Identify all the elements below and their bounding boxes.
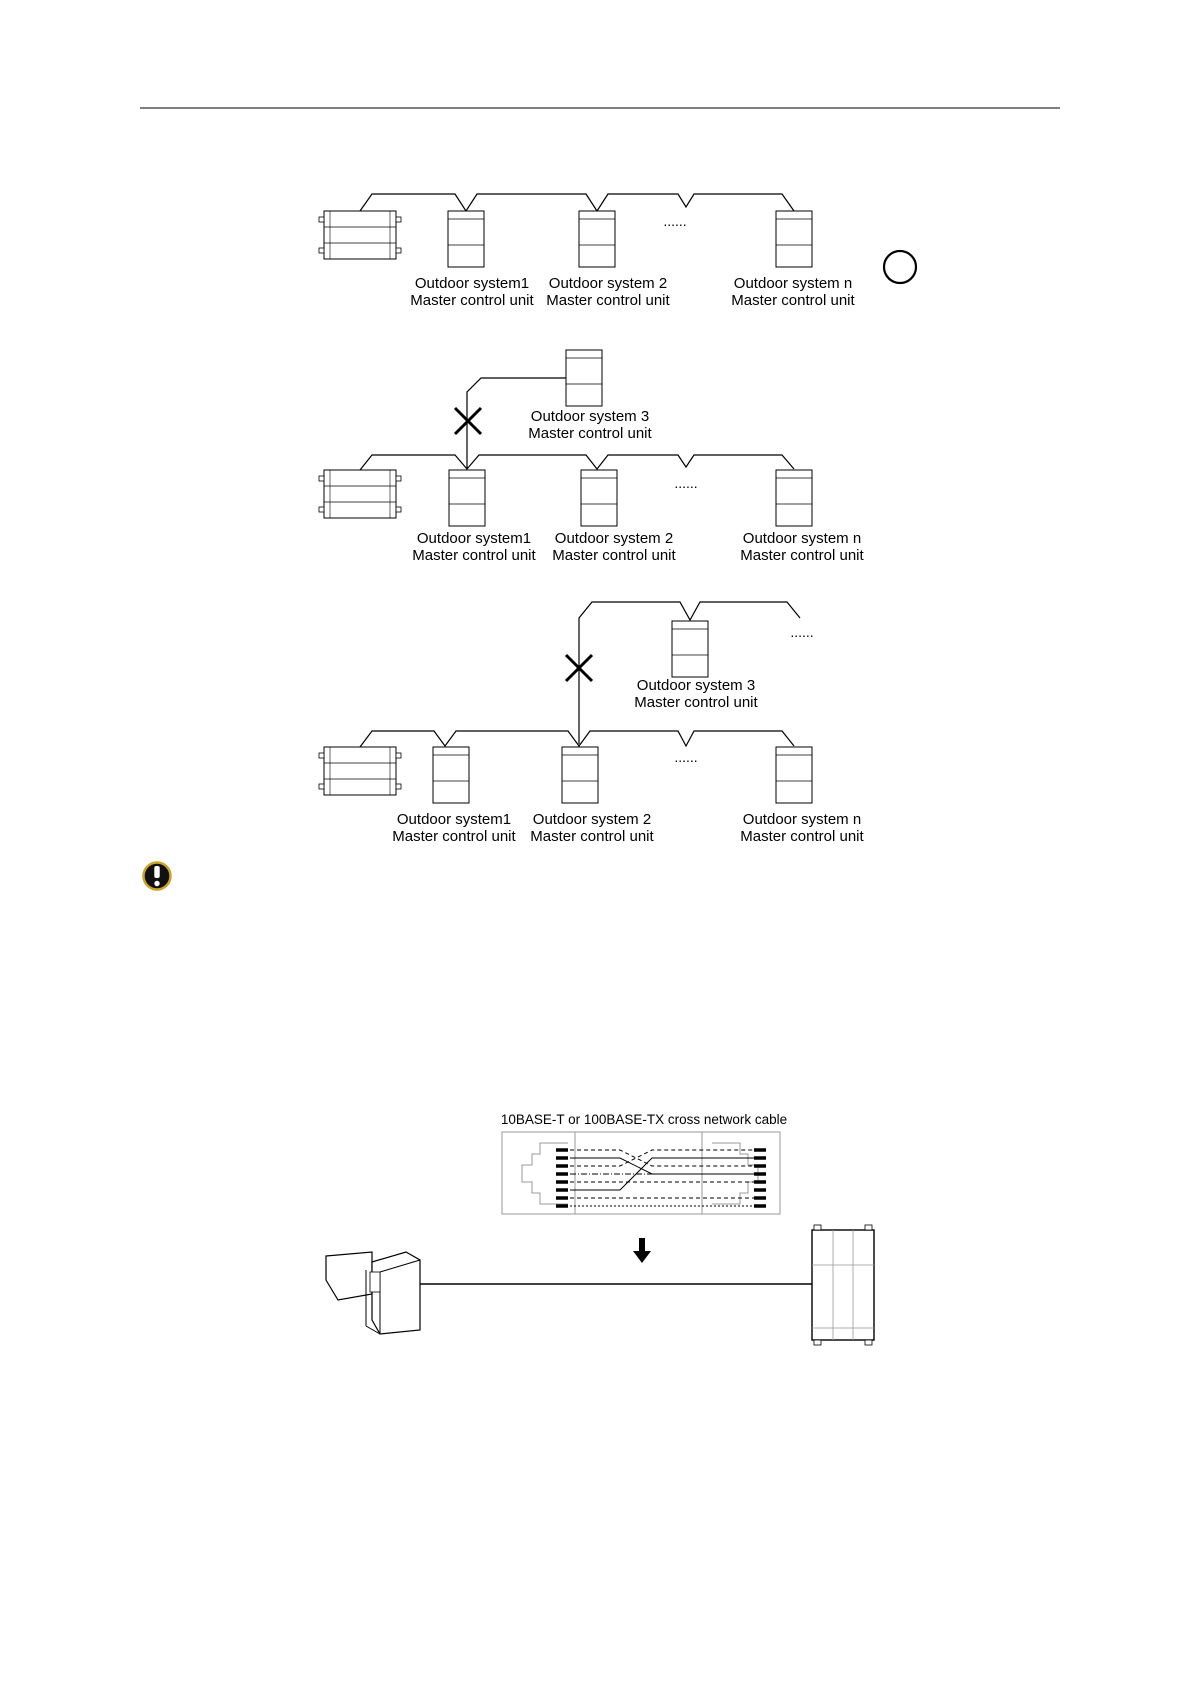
cross-cable-connector-pair <box>501 1131 781 1215</box>
diagram-wrong-branch-from-first: Outdoor system 3 Master control unit ...… <box>318 349 865 564</box>
computer-icon <box>325 1251 421 1335</box>
unit-label-line2: Master control unit <box>528 425 652 442</box>
branch-wire <box>466 377 566 469</box>
unit-label-line1: Outdoor system n <box>743 811 861 828</box>
unit-label-line1: Outdoor system 2 <box>533 811 651 828</box>
gateway-device-icon <box>318 746 402 796</box>
outdoor-unit-icon <box>580 469 618 527</box>
unit-label-line2: Master control unit <box>392 828 516 845</box>
unit-label-line2: Master control unit <box>546 292 670 309</box>
unit-label-line1: Outdoor system n <box>743 530 861 547</box>
unit-label-line2: Master control unit <box>530 828 654 845</box>
outdoor-unit-icon <box>447 210 485 268</box>
unit-label-line2: Master control unit <box>740 547 864 564</box>
outdoor-unit-icon <box>432 746 470 804</box>
unit-label-line1: Outdoor system 3 <box>637 677 755 694</box>
branch-wire <box>578 601 801 744</box>
cable-diagram: 10BASE-T or 100BASE-TX cross network cab… <box>325 1112 875 1346</box>
bus-wire <box>359 193 795 213</box>
unit-label-line2: Master control unit <box>731 292 855 309</box>
unit-label-line1: Outdoor system n <box>734 275 852 292</box>
unit-label-line2: Master control unit <box>634 694 758 711</box>
outdoor-unit-icon <box>565 349 603 407</box>
unit-label-line1: Outdoor system 2 <box>549 275 667 292</box>
unit-label-line2: Master control unit <box>412 547 536 564</box>
outdoor-unit-icon <box>775 210 813 268</box>
bus-wire <box>359 730 795 748</box>
ellipsis: ...... <box>674 475 697 491</box>
unit-label-line1: Outdoor system 2 <box>555 530 673 547</box>
bus-wire <box>359 454 795 471</box>
unit-label-line2: Master control unit <box>740 828 864 845</box>
gateway-device-icon <box>318 469 402 519</box>
down-arrow-icon <box>633 1238 651 1263</box>
ellipsis: ...... <box>663 213 686 229</box>
correct-circle-icon <box>882 249 918 285</box>
unit-label-line2: Master control unit <box>552 547 676 564</box>
ellipsis: ...... <box>674 749 697 765</box>
unit-label-line1: Outdoor system 3 <box>531 408 649 425</box>
exclamation-warning-icon <box>142 861 172 891</box>
outdoor-unit-icon <box>561 746 599 804</box>
wrong-cross-icon <box>453 406 483 436</box>
outdoor-unit-icon <box>775 746 813 804</box>
gateway-device-icon <box>318 210 402 260</box>
cable-caption: 10BASE-T or 100BASE-TX cross network cab… <box>501 1112 787 1127</box>
unit-label-line2: Master control unit <box>410 292 534 309</box>
outdoor-unit-icon <box>671 620 709 678</box>
outdoor-unit-icon <box>578 210 616 268</box>
unit-label-line1: Outdoor system1 <box>415 275 529 292</box>
unit-label-line1: Outdoor system1 <box>397 811 511 828</box>
outdoor-unit-icon <box>775 469 813 527</box>
outdoor-unit-icon <box>448 469 486 527</box>
unit-label-line1: Outdoor system1 <box>417 530 531 547</box>
ellipsis: ...... <box>790 624 813 640</box>
wrong-cross-icon <box>564 653 594 683</box>
diagram-correct-daisy-chain: ...... Outdoor system1 Master control un… <box>318 193 918 309</box>
outdoor-unit-icon <box>811 1224 875 1346</box>
diagram-wrong-branch-from-second: ...... Outdoor system 3 Master control u… <box>318 601 865 845</box>
